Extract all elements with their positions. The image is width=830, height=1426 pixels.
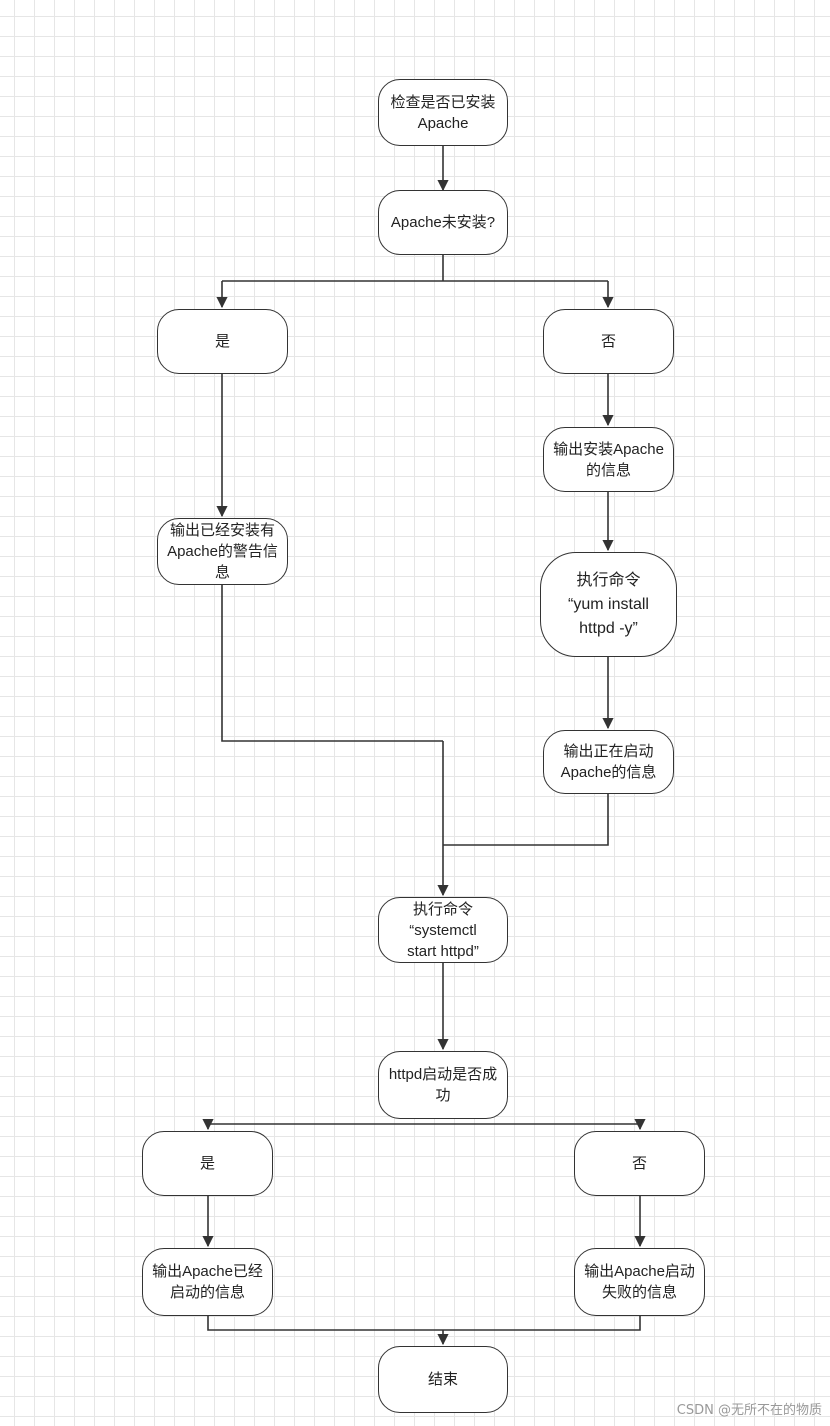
connector-starting-merge <box>443 794 609 846</box>
connector-question-branch <box>222 255 608 282</box>
node-end[interactable]: 结束 <box>378 1346 508 1413</box>
connector-final-merge <box>207 1316 641 1331</box>
watermark-text: CSDN @无所不在的物质 <box>676 1403 822 1418</box>
node-no-2[interactable]: 否 <box>574 1131 705 1196</box>
node-output-starting-info[interactable]: 输出正在启动Apache的信息 <box>543 730 674 794</box>
node-systemctl-start[interactable]: 执行命令 “systemctl start httpd” <box>378 897 508 963</box>
node-no-1[interactable]: 否 <box>543 309 674 374</box>
node-httpd-started-question[interactable]: httpd启动是否成功 <box>378 1051 508 1119</box>
node-yes-1[interactable]: 是 <box>157 309 288 374</box>
node-check-installed[interactable]: 检查是否已安装Apache <box>378 79 508 146</box>
node-warning-installed[interactable]: 输出已经安装有Apache的警告信息 <box>157 518 288 585</box>
node-output-install-info[interactable]: 输出安装Apache的信息 <box>543 427 674 492</box>
node-yum-install[interactable]: 执行命令 “yum install httpd -y” <box>540 552 677 657</box>
connector-warning-merge <box>221 585 443 742</box>
node-yes-2[interactable]: 是 <box>142 1131 273 1196</box>
node-not-installed-question[interactable]: Apache未安装? <box>378 190 508 255</box>
node-output-started-info[interactable]: 输出Apache已经启动的信息 <box>142 1248 273 1316</box>
node-output-failed-info[interactable]: 输出Apache启动失败的信息 <box>574 1248 705 1316</box>
